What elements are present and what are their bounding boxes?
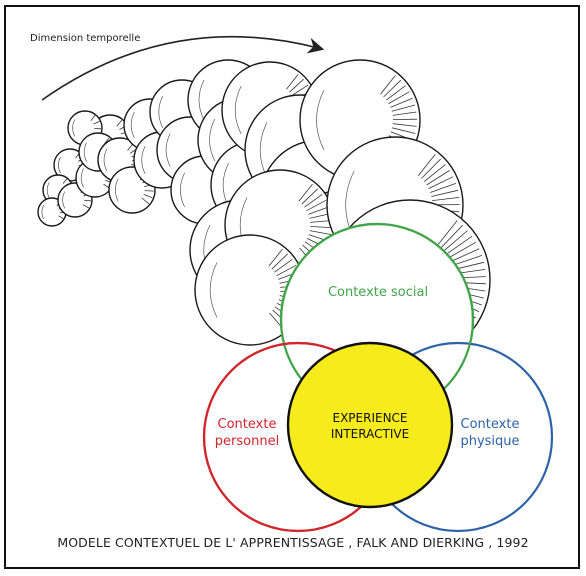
sphere-hatch — [90, 115, 96, 121]
sphere-hatch — [392, 127, 416, 134]
sphere-contour — [234, 85, 242, 135]
sphere-hatch — [309, 230, 332, 235]
sphere-hatch — [82, 204, 90, 209]
sphere-contour — [115, 178, 119, 202]
sphere-contour — [62, 191, 66, 209]
sphere-hatch — [421, 158, 441, 179]
sphere-hatch — [426, 170, 450, 186]
sphere-hatch — [386, 85, 406, 101]
time-arrow — [41, 35, 325, 101]
sphere-hatch — [443, 230, 468, 252]
figure-caption: MODELE CONTEXTUEL DE L' APPRENTISSAGE , … — [57, 535, 529, 550]
sphere-hatch — [308, 206, 330, 215]
sphere-hatch — [430, 183, 457, 193]
sphere-contour — [80, 168, 84, 188]
sphere-hatch — [276, 264, 297, 277]
sphere-hatch — [310, 226, 333, 228]
time-dimension-label: Dimension temporelle — [30, 33, 141, 44]
physical-context-label-line2: physique — [460, 434, 519, 449]
sphere-contour — [130, 111, 135, 139]
sphere-contour — [180, 172, 185, 208]
sphere-hatch — [380, 75, 396, 95]
sphere-contour — [198, 79, 205, 121]
sphere-hatch — [440, 224, 463, 249]
interactive-experience-label-line1: EXPERIENCE — [332, 411, 407, 425]
sphere-hatch — [289, 78, 304, 93]
sphere-hatch — [274, 258, 293, 273]
sphere-contour — [103, 148, 108, 172]
sphere-hatch — [451, 255, 483, 267]
social-context-label: Contexte social — [328, 285, 428, 300]
sphere-hatch — [268, 248, 283, 267]
sphere-hatch — [423, 164, 446, 182]
sphere-contour — [141, 145, 146, 175]
sphere-hatch — [286, 74, 299, 90]
sphere-hatch — [445, 235, 473, 255]
sphere-contour — [83, 142, 87, 162]
sphere-contour — [46, 182, 50, 198]
sphere-hatch — [298, 183, 313, 202]
sphere-hatch — [448, 241, 477, 259]
sphere-contour — [41, 204, 44, 220]
sphere-hatch — [428, 176, 454, 189]
sphere-hatch — [449, 248, 480, 263]
sphere-hatch — [144, 190, 154, 192]
sphere-hatch — [58, 215, 64, 220]
sphere-hatch — [417, 154, 436, 176]
sphere-hatch — [271, 253, 288, 270]
sphere-hatch — [391, 104, 416, 112]
interactive-experience-circle — [286, 341, 454, 509]
sphere-hatch — [388, 91, 410, 104]
sphere-contour — [316, 89, 325, 151]
physical-context-label-line1: Contexte — [461, 417, 520, 432]
sphere-hatch — [143, 194, 153, 199]
sphere-hatch — [141, 197, 150, 205]
sphere-hatch — [306, 199, 327, 212]
sphere-contour — [72, 119, 76, 137]
sphere-hatch — [62, 178, 68, 184]
sphere-hatch — [392, 111, 417, 116]
personal-context-label-line2: personnel — [215, 434, 279, 449]
sphere-hatch — [392, 123, 417, 127]
sphere-hatch — [437, 220, 458, 246]
sphere-hatch — [301, 188, 318, 205]
sphere-hatch — [390, 97, 413, 108]
sphere-contour — [209, 262, 218, 318]
sphere-hatch — [93, 120, 100, 125]
sphere-hatch — [291, 84, 309, 96]
sphere-hatch — [432, 197, 460, 201]
sphere-hatch — [431, 189, 458, 197]
sphere-contour — [209, 118, 216, 162]
sphere-hatch — [383, 79, 402, 98]
sphere-hatch — [304, 193, 323, 208]
personal-context-label-line1: Contexte — [218, 417, 277, 432]
sphere-contour — [165, 133, 171, 167]
sphere-contour — [158, 95, 164, 129]
interactive-experience-label-line2: INTERACTIVE — [331, 427, 409, 441]
sphere-contour — [58, 156, 61, 174]
sphere-hatch — [116, 119, 123, 127]
